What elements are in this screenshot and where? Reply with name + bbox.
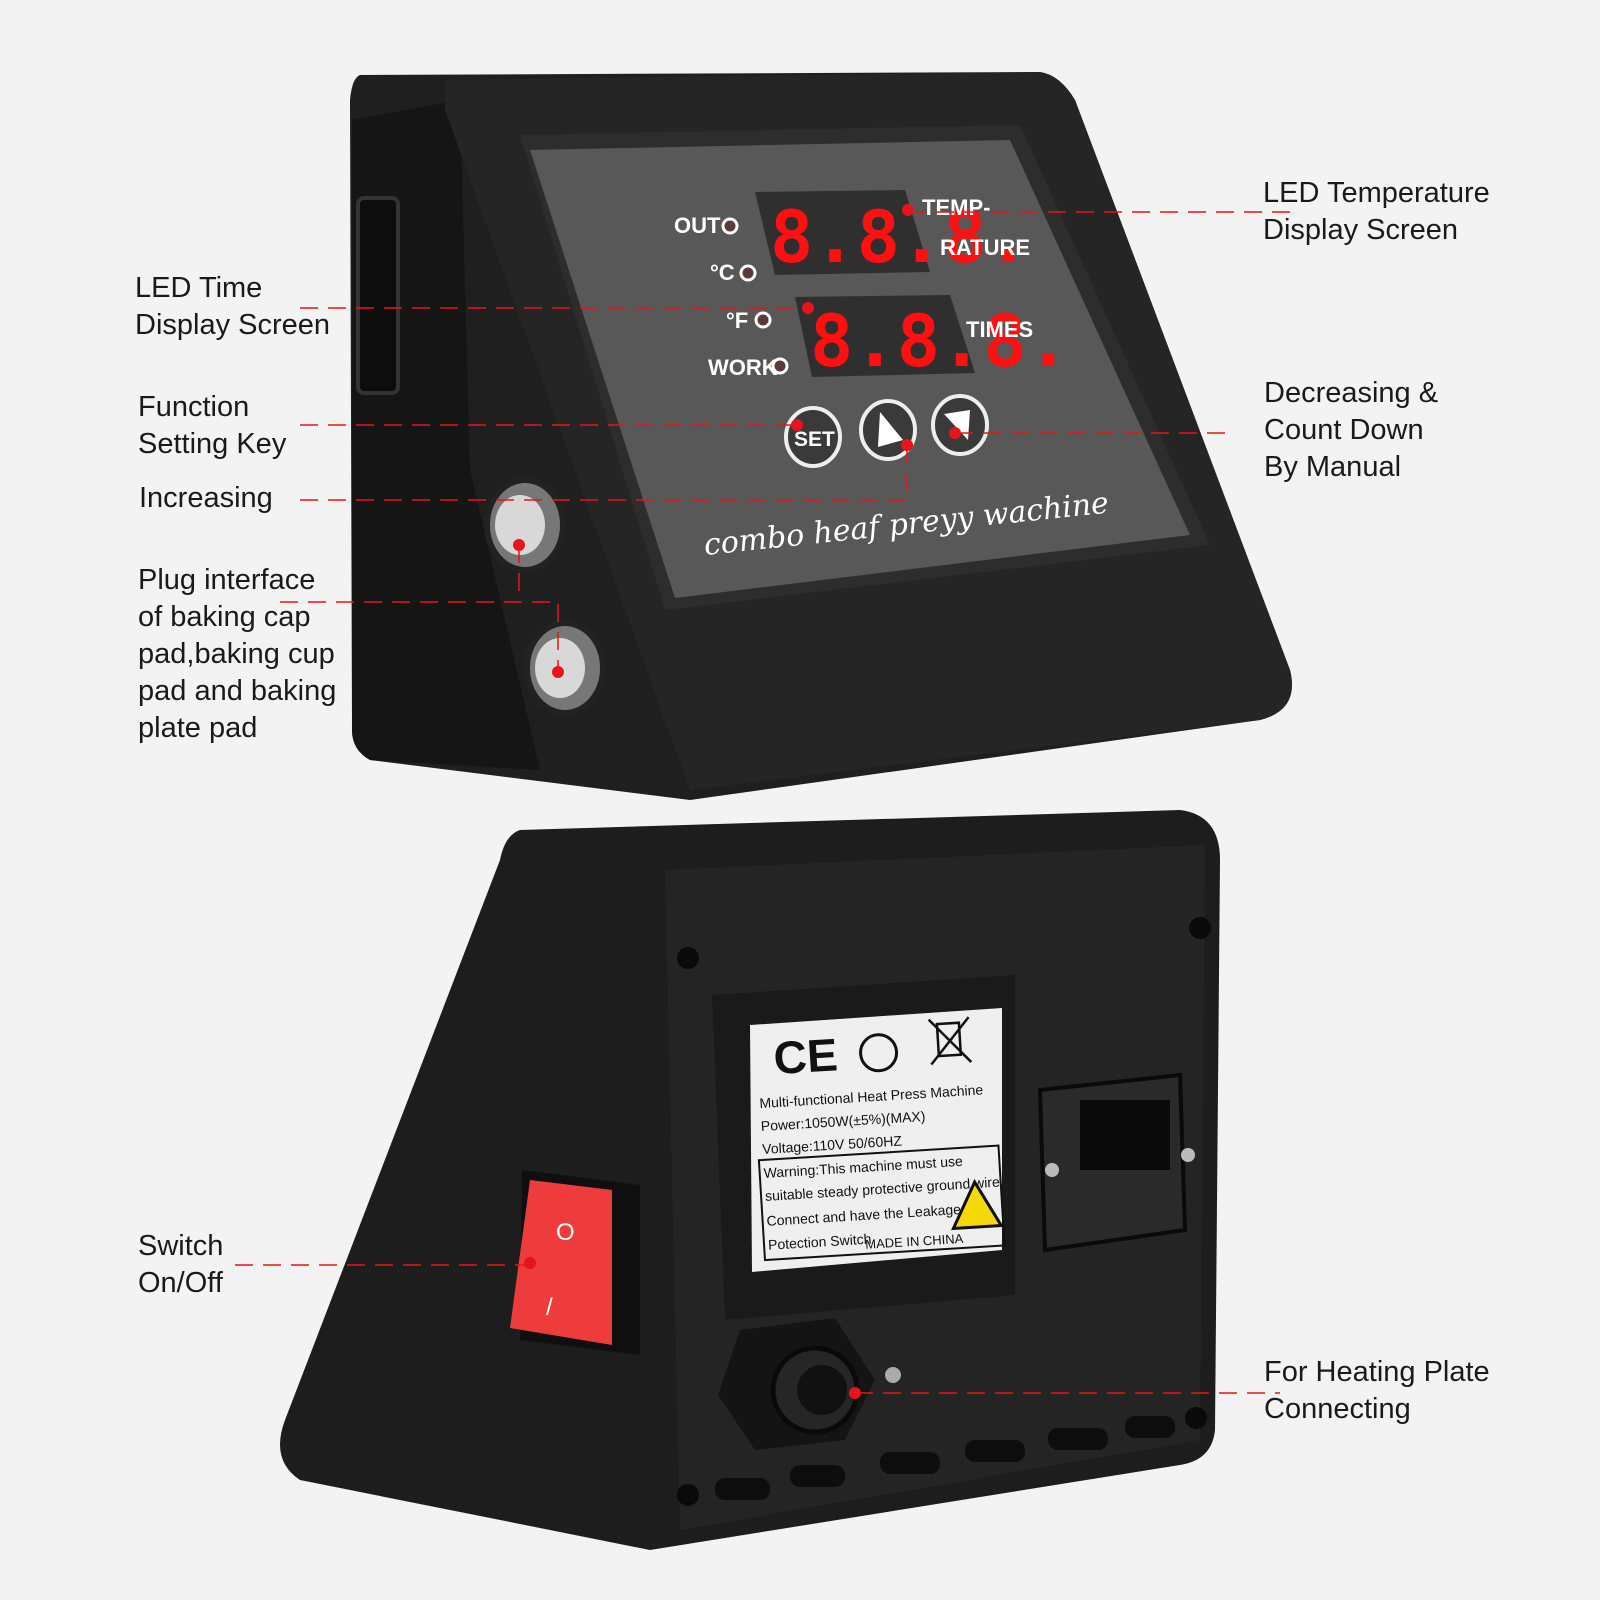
spec-label: CE Multi-functional Heat Press Machine P… xyxy=(712,975,1015,1320)
callout-dots xyxy=(513,204,961,1399)
svg-text:TEMP-: TEMP- xyxy=(922,195,990,220)
callout-decreasing: Decreasing & Count Down By Manual xyxy=(1264,377,1439,483)
certification-seal-icon xyxy=(859,1033,899,1073)
svg-text:RATURE: RATURE xyxy=(940,235,1030,260)
warning-triangle-icon xyxy=(951,1178,1004,1231)
svg-text:8.8.8.: 8.8.8. xyxy=(770,195,1030,279)
svg-text:SET: SET xyxy=(794,428,835,451)
svg-text:8.8.8.: 8.8.8. xyxy=(810,299,1070,383)
power-switch[interactable]: O / xyxy=(510,1170,640,1355)
temperature-display: 8.8.8. xyxy=(755,190,1030,279)
callout-switch: Switch On/Off xyxy=(138,1230,224,1299)
weee-bin-icon xyxy=(927,1016,973,1066)
svg-text:O: O xyxy=(556,1219,575,1246)
plug-connectors xyxy=(484,477,606,716)
svg-text:TIMES: TIMES xyxy=(966,317,1033,342)
svg-text:OUT: OUT xyxy=(674,213,721,238)
callout-increasing: Increasing xyxy=(139,482,273,514)
ce-mark: CE xyxy=(772,1028,839,1084)
time-display: 8.8.8. xyxy=(795,295,1070,383)
power-inlet xyxy=(1080,1100,1170,1170)
callout-led-temperature: LED Temperature Display Screen xyxy=(1263,177,1490,246)
svg-text:MADE IN CHINA: MADE IN CHINA xyxy=(865,1231,964,1252)
panel-indicators: OUT °C °F WORK TEMP- RATURE TIMES xyxy=(674,195,1033,380)
svg-text:Potection Switch: Potection Switch xyxy=(768,1231,872,1253)
set-button[interactable]: SET xyxy=(784,406,842,468)
up-arrow-icon xyxy=(878,412,903,447)
heating-plate-socket xyxy=(718,1318,901,1450)
svg-text:°F: °F xyxy=(726,308,748,333)
callout-plug-interface: Plug interface of baking cap pad,baking … xyxy=(138,564,337,744)
svg-text:/: / xyxy=(546,1294,553,1321)
svg-text:WORK: WORK xyxy=(708,355,778,380)
callout-heating-plate: For Heating Plate Connecting xyxy=(1264,1356,1490,1425)
svg-text:°C: °C xyxy=(710,260,735,285)
callout-lines xyxy=(235,211,1290,1394)
callout-led-time: LED Time Display Screen xyxy=(135,272,331,341)
down-button[interactable] xyxy=(931,394,989,456)
callout-function-key: Function Setting Key xyxy=(138,391,287,460)
